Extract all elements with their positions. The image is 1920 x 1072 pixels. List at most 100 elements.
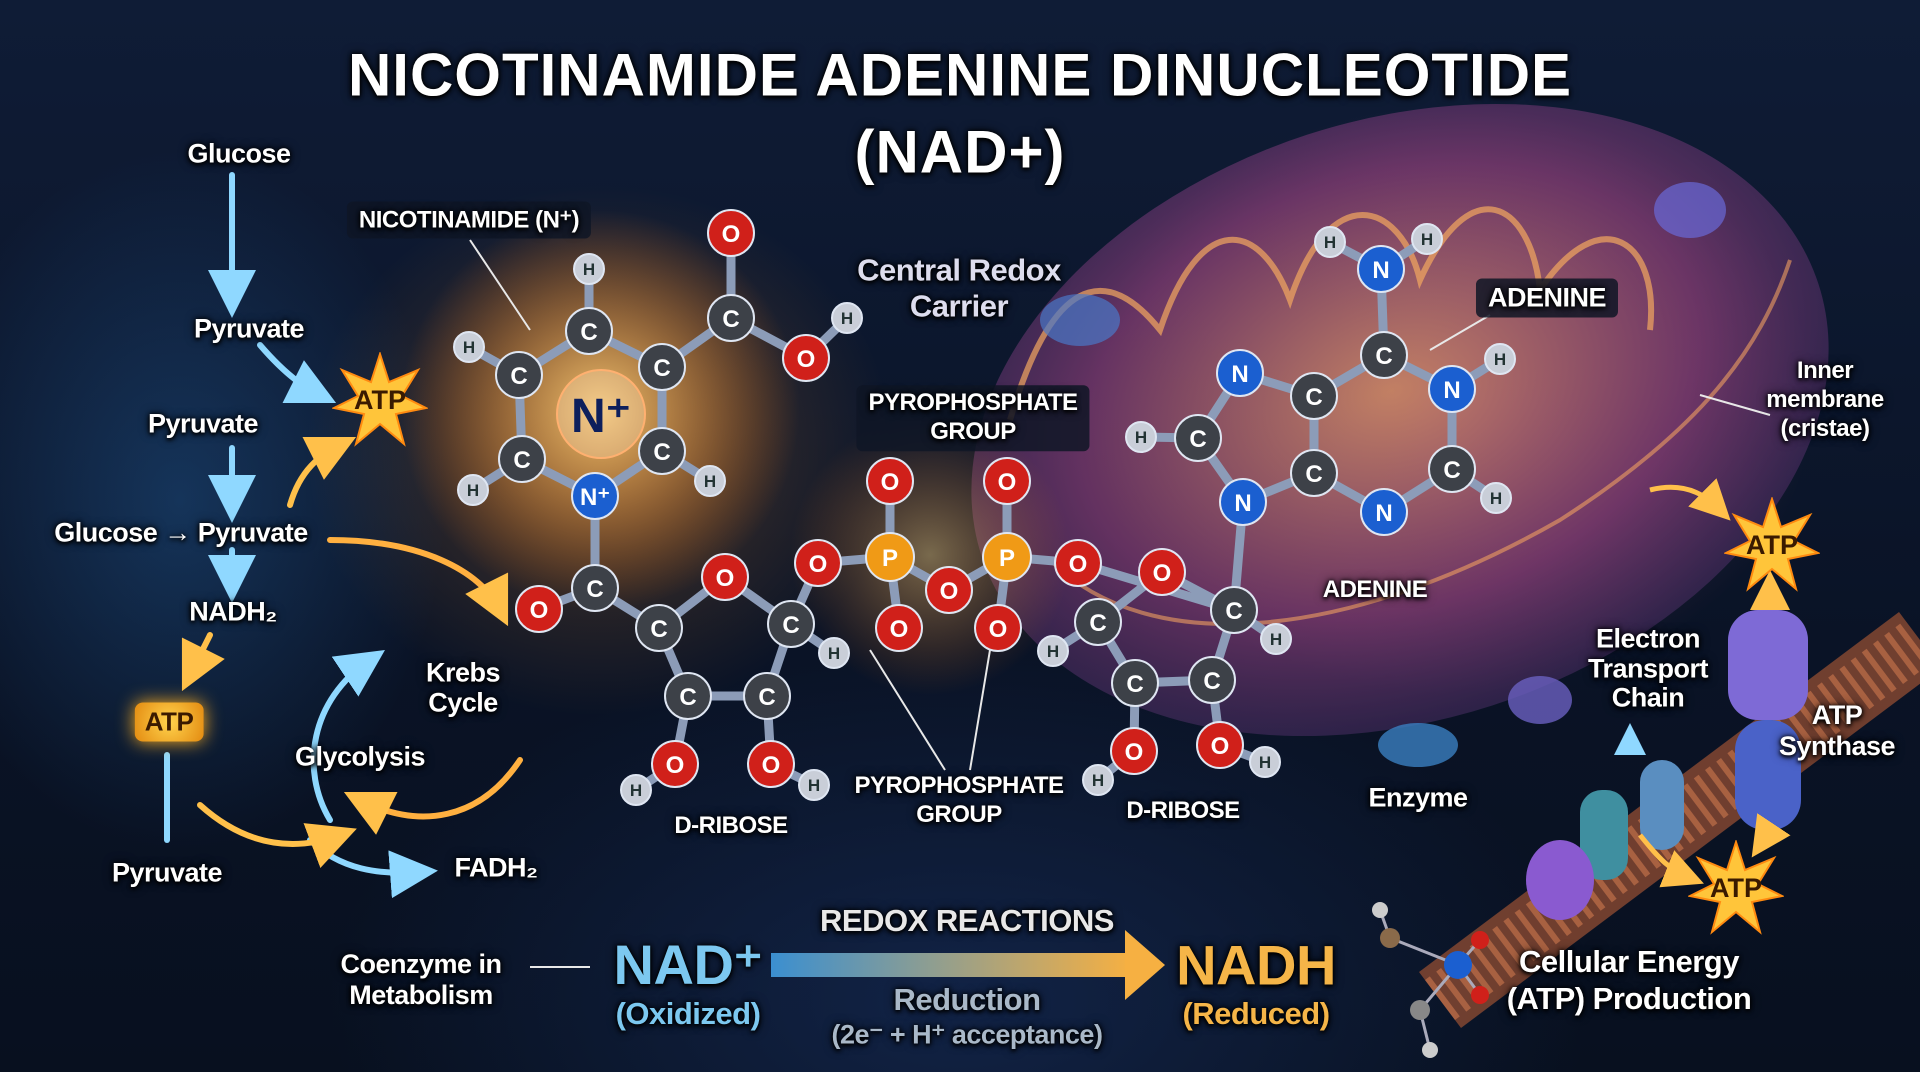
label-inner-membrane: Inner membrane (cristae)	[1766, 356, 1884, 442]
atom-sphere	[925, 566, 973, 614]
atom-c: C	[1290, 372, 1338, 420]
atom-sphere	[1138, 548, 1186, 596]
atom-label: O	[890, 616, 909, 643]
atom-sphere	[651, 740, 699, 788]
atom-sphere	[1082, 764, 1114, 796]
atom-sphere	[1037, 635, 1069, 667]
atom-label: O	[881, 469, 900, 496]
label-d-ribose-left: D-RIBOSE	[674, 812, 788, 839]
atom-sphere	[495, 351, 543, 399]
atom-sphere	[866, 457, 914, 505]
label-reduced: (Reduced)	[1182, 996, 1330, 1031]
atom-p: P	[982, 532, 1032, 582]
starburst-icon	[1722, 495, 1822, 592]
label-pyrophosphate-top: PYROPHOSPHATE GROUP	[856, 385, 1090, 451]
label-electron-transport-chain: Electron Transport Chain	[1587, 623, 1709, 713]
label-pyrophosphate-bottom: PYROPHOSPHATE GROUP	[854, 772, 1064, 828]
starburst-icon	[330, 350, 430, 447]
atom-label: H	[1135, 428, 1147, 447]
atom-sphere	[1210, 586, 1258, 634]
atom-h: H	[1484, 343, 1516, 375]
atom-c: C	[1074, 598, 1122, 646]
atom-o: O	[974, 604, 1022, 652]
atom-h: H	[453, 331, 485, 363]
atom-label: H	[1494, 350, 1506, 369]
label-fadh2: FADH₂	[454, 852, 539, 883]
label-nad-plus: NAD⁺	[613, 933, 763, 996]
mitochondrion	[971, 103, 1829, 737]
atom-sphere	[453, 331, 485, 363]
atom-label: N	[1375, 500, 1392, 527]
atom-o: O	[701, 553, 749, 601]
redox-arrow	[771, 930, 1165, 1000]
atom-sphere	[638, 427, 686, 475]
atom-h: H	[1249, 746, 1281, 778]
atom-o: O	[747, 740, 795, 788]
atom-o: O	[794, 539, 842, 587]
atom-label: H	[463, 338, 475, 357]
atom-h: H	[818, 637, 850, 669]
atom-sphere	[1260, 623, 1292, 655]
atom-h: H	[620, 774, 652, 806]
label-pyruvate-1: Pyruvate	[193, 313, 305, 344]
atom-label: C	[1443, 457, 1460, 484]
atom-sphere	[573, 253, 605, 285]
atom-sphere	[1054, 539, 1102, 587]
atom-o: O	[651, 740, 699, 788]
atp-star-left: ATP	[330, 350, 430, 448]
atom-sphere	[1484, 343, 1516, 375]
atom-h: H	[1480, 482, 1512, 514]
atom-label: C	[650, 616, 667, 643]
atom-sphere	[875, 604, 923, 652]
atom-label: C	[510, 363, 527, 390]
atom-sphere	[1110, 727, 1158, 775]
atom-sphere	[1290, 449, 1338, 497]
atom-label: H	[1047, 642, 1059, 661]
atom-sphere	[747, 740, 795, 788]
atom-sphere	[831, 302, 863, 334]
atom-label: P	[882, 545, 898, 572]
atom-c: C	[638, 343, 686, 391]
atom-sphere	[1314, 226, 1346, 258]
atom-label: H	[467, 481, 479, 500]
atom-sphere	[1074, 598, 1122, 646]
atom-o: O	[1196, 721, 1244, 769]
atom-o: O	[515, 585, 563, 633]
atp-synthase-protein	[1728, 610, 1808, 830]
label-glucose: Glucose	[187, 138, 291, 169]
atom-o: O	[782, 334, 830, 382]
starburst-icon	[1686, 838, 1786, 935]
atom-c: C	[1210, 586, 1258, 634]
atom-o: O	[1110, 727, 1158, 775]
label-nicotinamide: NICOTINAMIDE (N⁺)	[346, 201, 592, 239]
atom-c: C	[565, 307, 613, 355]
atom-c: C	[1111, 659, 1159, 707]
atom-sphere	[515, 585, 563, 633]
etc-proteins	[1526, 760, 1684, 920]
atom-sphere	[638, 343, 686, 391]
atom-label: H	[583, 260, 595, 279]
atom-label: O	[1125, 739, 1144, 766]
atom-c: C	[707, 294, 755, 342]
atom-sphere	[457, 474, 489, 506]
atom-sphere	[1111, 659, 1159, 707]
atp-star-lower-text: ATP	[1710, 872, 1762, 903]
atom-label: O	[940, 578, 959, 605]
atom-sphere	[707, 294, 755, 342]
atom-h: H	[1082, 764, 1114, 796]
atp-star-upper: ATP	[1722, 495, 1822, 593]
atom-c: C	[635, 604, 683, 652]
label-pyruvate-2: Pyruvate	[147, 408, 259, 439]
atom-c: C	[638, 427, 686, 475]
atom-label: O	[1153, 560, 1172, 587]
atom-sphere	[1360, 331, 1408, 379]
label-krebs-cycle: Krebs Cycle	[425, 657, 501, 717]
atom-h: H	[694, 465, 726, 497]
atom-h: H	[1125, 421, 1157, 453]
atom-label: O	[998, 469, 1017, 496]
atom-h: H	[573, 253, 605, 285]
atom-h: H	[1037, 635, 1069, 667]
